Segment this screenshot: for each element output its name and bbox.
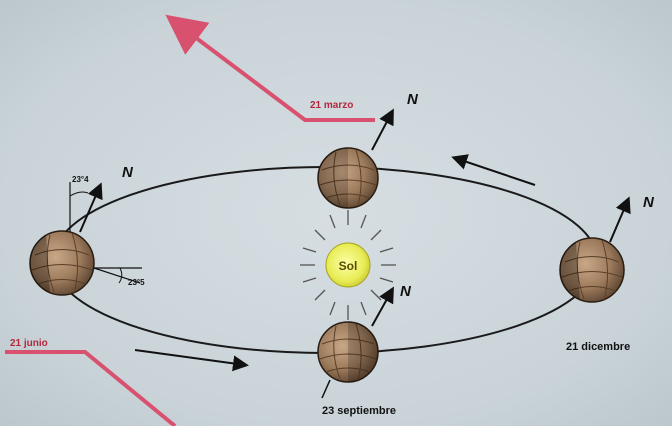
earth-globe-icon (317, 147, 379, 209)
earth-globe-icon (29, 230, 95, 296)
sun-rays (300, 210, 396, 320)
north-label: N (122, 164, 134, 181)
north-arrow-icon (371, 286, 394, 327)
axis-line (321, 379, 331, 399)
sun-icon (325, 242, 371, 288)
earth-globe-icon (559, 237, 625, 303)
north-label: N (400, 283, 412, 300)
north-label: N (643, 194, 655, 211)
tilt-arc (118, 267, 123, 284)
direction-arrow-icon (134, 349, 249, 372)
date-label-march: 21 marzo (310, 100, 353, 111)
date-label-september: 23 septiembre (322, 405, 396, 417)
equator-tilt-line (93, 267, 141, 284)
north-arrow-icon (371, 108, 394, 151)
date-label-june: 21 junio (10, 338, 48, 349)
pink-marker-top (165, 14, 375, 122)
sun-label: Sol (339, 259, 358, 273)
pink-marker-bottom (5, 350, 177, 426)
north-label: N (407, 91, 419, 108)
earth-globe-icon (317, 321, 379, 383)
tilt-angle-label: 23°4 (72, 175, 89, 184)
direction-arrow-icon (451, 154, 536, 186)
north-arrow-icon (609, 196, 631, 243)
date-label-december: 21 dicembre (566, 341, 630, 353)
tilt-angle-label: 23°5 (128, 278, 145, 287)
tilt-arc (69, 191, 89, 197)
north-arrow-icon (79, 182, 103, 233)
